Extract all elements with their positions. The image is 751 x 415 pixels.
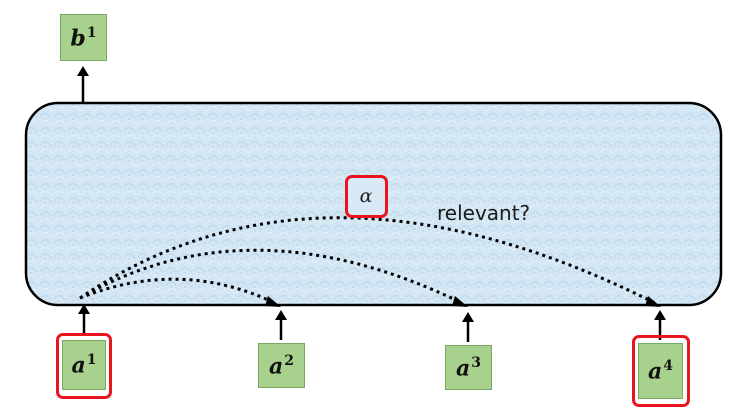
input-arrow-head-3: [462, 312, 474, 322]
input-node-label-3: a3: [455, 354, 481, 382]
input-node-a4: a4: [638, 343, 683, 399]
input-node-label-1: a1: [71, 352, 97, 379]
input-node-a3: a3: [445, 345, 492, 390]
attention-arc-a1-a2: [79, 277, 276, 305]
attention-arc-a4-head: [645, 296, 661, 307]
output-node-label: b1: [70, 24, 97, 52]
input-arrow-head-1: [78, 304, 90, 314]
input-node-a2: a2: [258, 343, 305, 388]
input-arrow-head-4: [654, 310, 666, 320]
output-node-b1: b1: [60, 14, 107, 61]
output-arrow-head: [77, 66, 89, 76]
attention-arc-a2-head: [265, 296, 281, 307]
relevance-question-label: relevant?: [437, 201, 531, 225]
input-node-label-4: a4: [647, 358, 673, 385]
attention-arc-a1-a4: [79, 216, 656, 305]
attention-arc-a1-a3: [79, 248, 463, 305]
attention-score-symbol: α: [359, 185, 373, 207]
input-arrow-head-2: [275, 310, 287, 320]
highlight-a4: [632, 335, 690, 407]
highlight-a1: [56, 333, 112, 399]
attention-arc-a3-head: [452, 296, 468, 307]
input-node-label-2: a2: [268, 352, 294, 380]
highlight-alpha: [345, 175, 388, 218]
input-node-a1: a1: [62, 340, 106, 390]
